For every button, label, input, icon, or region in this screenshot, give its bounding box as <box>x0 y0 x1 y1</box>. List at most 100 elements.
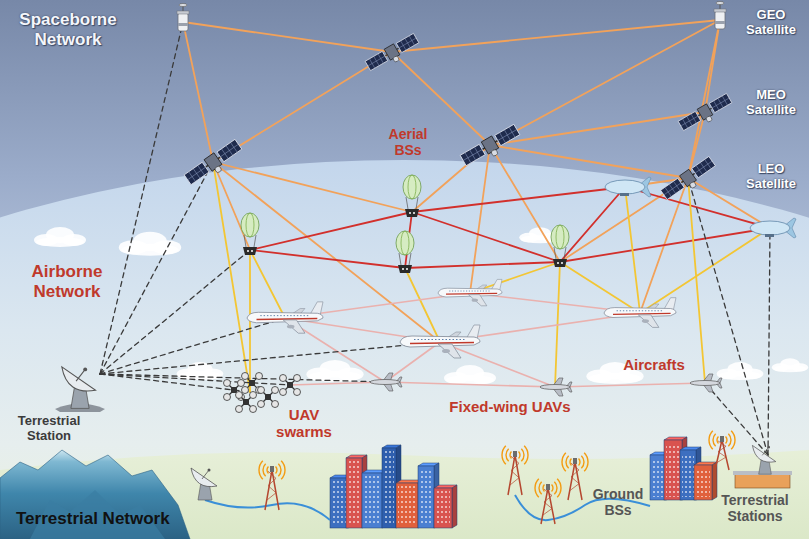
aircraft-windows <box>449 291 491 292</box>
network-link <box>385 382 555 387</box>
airship-icon <box>750 218 796 238</box>
cloud <box>444 365 496 385</box>
fixed-wing-uav-icon <box>690 374 722 392</box>
drone-rotor <box>280 375 287 382</box>
drone-rotor <box>236 392 243 399</box>
panel-grid <box>712 98 729 108</box>
satellite-dish <box>392 55 399 62</box>
signal-arc <box>552 484 553 491</box>
signal-arc <box>581 456 584 469</box>
balloon-base-station <box>396 231 414 273</box>
tower-legs <box>568 462 582 500</box>
building-front <box>330 478 348 528</box>
city-layer <box>205 437 792 528</box>
aircraft-icon <box>604 298 676 328</box>
aircraft-engine <box>642 319 649 323</box>
panel-grid <box>681 116 698 126</box>
building-front <box>346 458 362 528</box>
airship-icon <box>605 177 651 197</box>
signal-arc <box>276 466 277 473</box>
signal-arc <box>521 449 524 462</box>
building-windows <box>436 491 450 525</box>
quadcopter-icon <box>258 387 279 408</box>
balloon-stripe <box>556 225 564 249</box>
drone-body <box>265 394 271 400</box>
signal-arc <box>259 461 263 479</box>
geo-band <box>715 21 725 24</box>
satellite-dish <box>705 115 712 122</box>
drone-rotor <box>242 373 249 380</box>
signal-arc <box>267 466 268 473</box>
panel-grid <box>368 56 385 66</box>
band-title: Airborne Network <box>12 262 122 302</box>
dish-reflector <box>62 367 96 391</box>
satellite-icon <box>365 33 422 76</box>
aircraft-icon <box>247 302 323 333</box>
solar-panel <box>692 156 716 177</box>
gondola-light <box>251 250 253 252</box>
aircraft-stripe <box>410 343 474 344</box>
balloon-envelope <box>551 225 569 249</box>
component-label: Aircrafts <box>612 356 696 373</box>
signal-arc <box>557 479 561 497</box>
tower-bracing <box>510 456 519 485</box>
tower-antenna <box>546 484 550 490</box>
building-windows <box>652 458 664 497</box>
building-front <box>396 483 418 528</box>
network-link <box>490 145 560 262</box>
tower-legs <box>265 470 279 510</box>
aircraft-windows <box>617 310 664 311</box>
network-link <box>560 178 688 262</box>
network-link <box>100 22 183 374</box>
component-label: GEO Satellite <box>738 8 804 38</box>
balloon-base-station <box>403 175 421 217</box>
geo-dish <box>716 2 724 5</box>
geo-body <box>715 11 725 29</box>
drone-rotor <box>258 401 265 408</box>
network-link <box>405 262 560 268</box>
network-link <box>100 162 213 374</box>
tower-bracing <box>717 441 726 463</box>
solar-panel <box>184 162 209 184</box>
aircraft-windows <box>414 339 466 340</box>
tower-bracing <box>543 489 552 515</box>
component-label: Aerial BSs <box>378 126 438 158</box>
panel-grid <box>463 150 482 161</box>
tower-bracing <box>267 471 276 500</box>
network-link <box>213 162 250 392</box>
balloon-rope <box>399 253 401 265</box>
tower-bracing <box>570 463 579 490</box>
uav-fuselage <box>540 385 570 390</box>
signal-arc <box>543 484 544 491</box>
solar-panel <box>396 33 419 52</box>
network-link <box>250 250 285 318</box>
aircraft-engine <box>287 325 295 329</box>
drone-body <box>249 380 255 386</box>
drone-rotor <box>294 389 301 396</box>
cloud <box>717 362 764 380</box>
network-link <box>560 228 770 262</box>
tower-legs <box>541 488 555 524</box>
signal-arc <box>502 446 506 464</box>
drone-rotor <box>250 392 257 399</box>
panel-grid <box>498 130 517 141</box>
drone-body <box>287 382 293 388</box>
solar-panel <box>678 111 701 130</box>
drone-rotor <box>224 380 231 387</box>
network-link <box>213 162 250 250</box>
network-link <box>490 20 720 145</box>
building-front <box>694 465 712 500</box>
dish-antenna-icon <box>62 367 96 409</box>
network-link <box>470 262 560 293</box>
network-link <box>688 20 720 178</box>
signal-arc <box>584 453 588 471</box>
drone-rotor <box>272 387 279 394</box>
component-label: LEO Satellite <box>738 162 804 192</box>
signal-arc <box>570 458 571 465</box>
signal-arc <box>535 479 539 497</box>
airship-hull <box>750 221 790 235</box>
signal-arc <box>506 449 509 462</box>
balloon-base-station <box>241 213 259 255</box>
tower-antenna <box>270 466 274 472</box>
network-band: Terrestrial Network <box>0 500 809 539</box>
